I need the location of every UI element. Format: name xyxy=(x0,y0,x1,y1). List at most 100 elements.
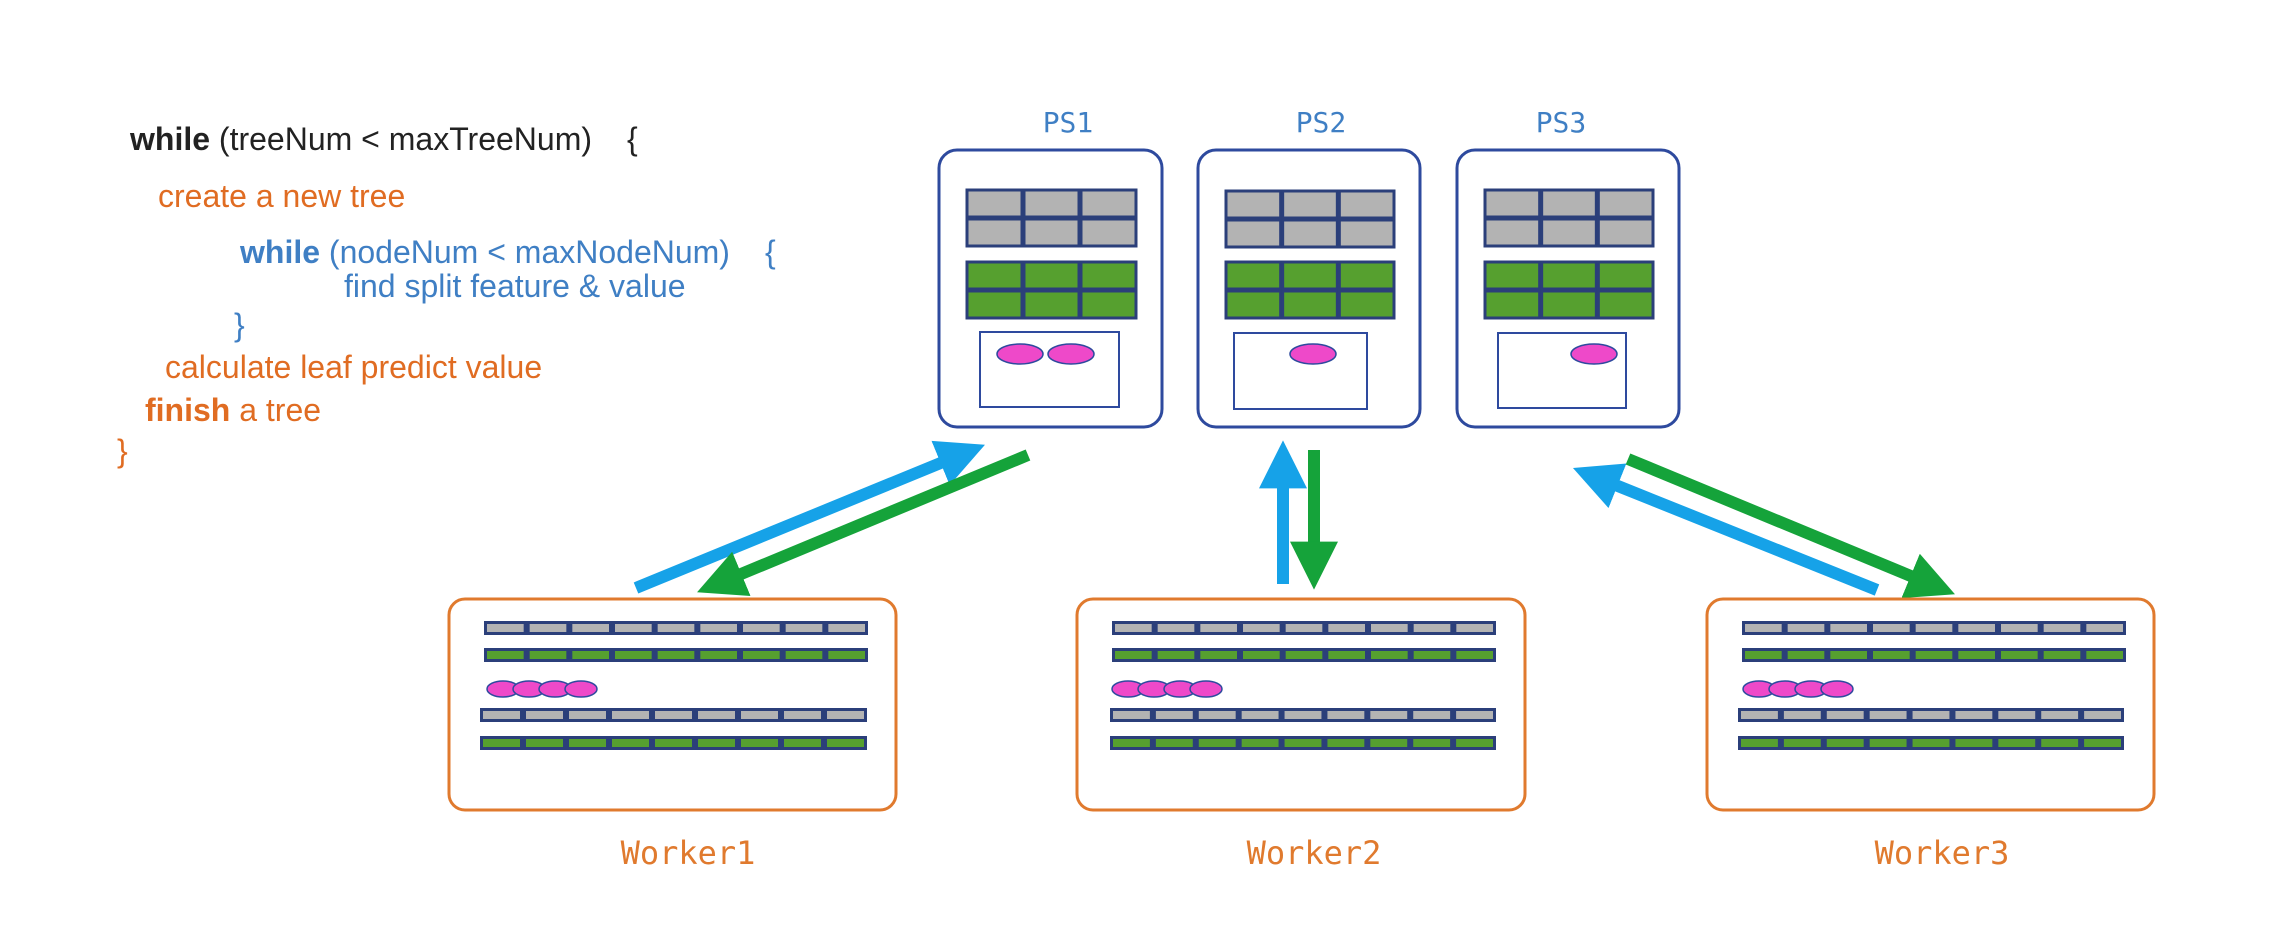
row-cell xyxy=(784,739,821,747)
row-cell xyxy=(615,651,652,659)
ps3-leaf-panel xyxy=(1497,332,1627,409)
row-cell xyxy=(828,624,865,632)
finish-rest: a tree xyxy=(230,392,321,428)
code-line-inner-while: while (nodeNum < maxNodeNum) xyxy=(239,234,730,270)
row-cell xyxy=(572,651,609,659)
outer-close-brace: } xyxy=(117,433,128,469)
row-cell xyxy=(1745,651,1782,659)
inner-close-brace: } xyxy=(234,307,245,343)
arrow-worker3-to-ps3 xyxy=(1572,463,1880,596)
row-cell xyxy=(1783,739,1821,747)
keyword-inner-while: while xyxy=(239,234,320,270)
worker1-markers xyxy=(486,680,598,698)
row-cell xyxy=(1912,739,1950,747)
row-cell xyxy=(1285,651,1323,659)
sample-marker xyxy=(564,680,598,698)
row-cell xyxy=(1958,651,1995,659)
row-cell xyxy=(1830,624,1867,632)
outer-condition: (treeNum < maxTreeNum) xyxy=(210,121,592,157)
code-line-find-split: find split feature & value xyxy=(344,268,686,304)
row-cell xyxy=(1998,739,2036,747)
row-cell xyxy=(741,711,778,719)
code-line-outer-while: while (treeNum < maxTreeNum) xyxy=(129,121,592,157)
row-cell xyxy=(1955,739,1993,747)
matrix-cell xyxy=(1022,188,1081,219)
worker3-gray-row-2 xyxy=(1738,708,2124,722)
matrix-cell xyxy=(1540,289,1598,320)
row-cell xyxy=(1869,739,1907,747)
row-cell xyxy=(1456,711,1493,719)
row-cell xyxy=(1456,651,1493,659)
row-cell xyxy=(2041,739,2079,747)
ps1-marker-2 xyxy=(1047,343,1095,365)
ps1-green-matrix xyxy=(965,260,1138,320)
row-cell xyxy=(1413,651,1451,659)
matrix-cell xyxy=(1281,260,1339,291)
row-cell xyxy=(1958,624,1995,632)
row-cell xyxy=(657,624,695,632)
row-cell xyxy=(1284,711,1322,719)
arrow-ps3-to-worker3 xyxy=(1625,453,1955,599)
ps1-marker-1 xyxy=(996,343,1044,365)
ps3-gray-matrix xyxy=(1483,188,1655,248)
row-cell xyxy=(1327,711,1365,719)
row-cell xyxy=(784,711,821,719)
matrix-cell xyxy=(1483,188,1542,219)
row-cell xyxy=(2086,624,2123,632)
ps3-marker-1 xyxy=(1570,343,1618,365)
matrix-cell xyxy=(1079,289,1138,320)
worker1-gray-row-1 xyxy=(484,621,868,635)
row-cell xyxy=(487,624,524,632)
row-cell xyxy=(1113,711,1150,719)
keyword-finish: finish xyxy=(145,392,230,428)
row-cell xyxy=(1198,739,1236,747)
outer-open-brace: { xyxy=(627,121,638,157)
ps2-gray-matrix xyxy=(1224,189,1396,249)
ps2-node: PS2 xyxy=(1196,106,1422,429)
worker1-green-row-1 xyxy=(484,648,868,662)
matrix-cell xyxy=(965,188,1024,219)
row-cell xyxy=(526,739,563,747)
row-cell xyxy=(1873,651,1910,659)
matrix-cell xyxy=(1281,218,1339,249)
worker3-gray-row-1 xyxy=(1742,621,2126,635)
matrix-cell xyxy=(1281,289,1339,320)
row-cell xyxy=(1241,711,1279,719)
row-cell xyxy=(1371,624,1408,632)
row-cell xyxy=(487,651,524,659)
row-cell xyxy=(2043,624,2081,632)
row-cell xyxy=(569,711,606,719)
row-cell xyxy=(2084,711,2121,719)
code-line-leaf-value: calculate leaf predict value xyxy=(165,349,542,385)
row-cell xyxy=(700,651,737,659)
inner-condition: (nodeNum < maxNodeNum) xyxy=(320,234,730,270)
row-cell xyxy=(529,651,567,659)
arrow-ps1-to-worker1 xyxy=(697,449,1031,597)
row-cell xyxy=(1869,711,1907,719)
worker1-node: Worker1 xyxy=(447,597,898,872)
matrix-cell xyxy=(1079,217,1138,248)
sample-marker xyxy=(1820,680,1854,698)
row-cell xyxy=(700,624,737,632)
worker3-green-row-2 xyxy=(1738,736,2124,750)
code-line-finish-tree: finish a tree xyxy=(145,392,321,428)
row-cell xyxy=(698,711,735,719)
ps3-green-matrix xyxy=(1483,260,1655,320)
row-cell xyxy=(569,739,606,747)
matrix-cell xyxy=(1483,217,1542,248)
row-cell xyxy=(1456,624,1493,632)
matrix-cell xyxy=(1540,217,1598,248)
worker3-node: Worker3 xyxy=(1705,597,2156,872)
row-cell xyxy=(1413,711,1451,719)
row-cell xyxy=(1787,624,1825,632)
row-cell xyxy=(1456,739,1493,747)
worker1-label: Worker1 xyxy=(621,834,756,872)
row-cell xyxy=(2043,651,2081,659)
matrix-cell xyxy=(1079,188,1138,219)
row-cell xyxy=(1915,651,1953,659)
row-cell xyxy=(2041,711,2079,719)
worker2-label: Worker2 xyxy=(1247,834,1382,872)
row-cell xyxy=(1113,739,1150,747)
row-cell xyxy=(1115,651,1152,659)
